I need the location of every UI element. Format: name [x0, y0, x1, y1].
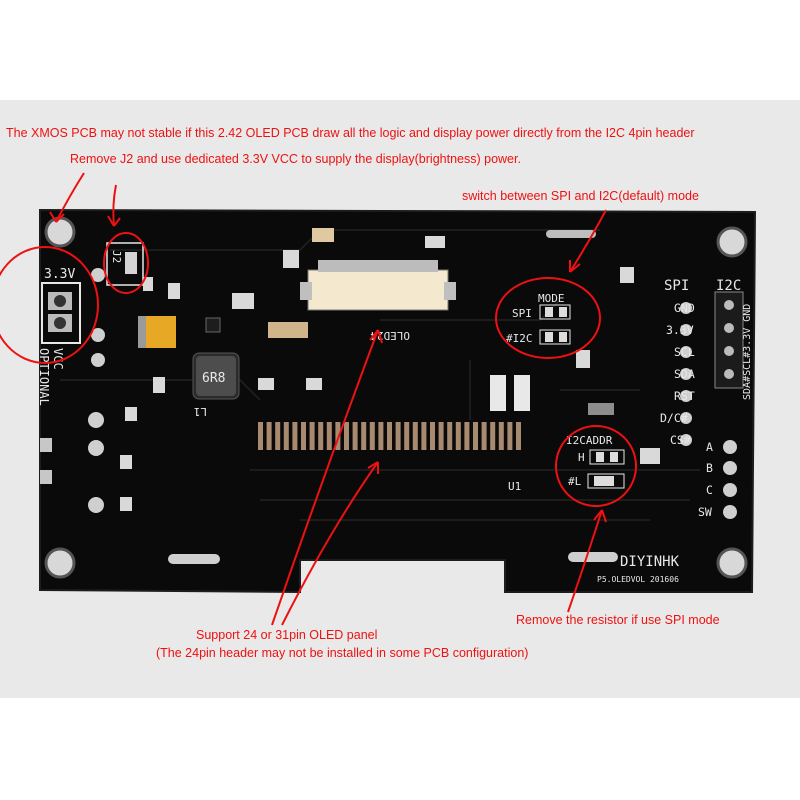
- header-pad: [516, 422, 521, 450]
- spi-pin-label: D/C#: [660, 411, 688, 425]
- mode-note: switch between SPI and I2C(default) mode: [462, 189, 699, 203]
- j2-label: J2: [110, 250, 123, 263]
- i2caddr-pads: [587, 449, 625, 489]
- smd-components: [120, 228, 660, 511]
- spi-pad: [680, 368, 692, 380]
- spi-select-label: SPI: [512, 307, 532, 320]
- i2c-header-label: I2C: [716, 278, 741, 294]
- header-pad: [378, 422, 384, 450]
- header-pad: [404, 422, 410, 450]
- vcc-label: VCC: [51, 348, 65, 370]
- j2-jumper: [106, 242, 144, 286]
- vcc-33-label: 3.3V: [44, 267, 75, 282]
- header-pad: [395, 422, 401, 450]
- spi-pin-label: CS#: [670, 433, 691, 447]
- header-pad: [481, 422, 487, 450]
- i2caddr-label: I2CADDR: [566, 434, 613, 447]
- j2-note: Remove J2 and use dedicated 3.3V VCC to …: [70, 152, 521, 166]
- header-pad: [438, 422, 444, 450]
- header-note: The XMOS PCB may not stable if this 2.42…: [6, 126, 695, 140]
- button-label: B: [706, 461, 713, 475]
- l1-label: L1: [194, 405, 207, 418]
- header-pad: [318, 422, 324, 450]
- header-pad: [283, 422, 289, 450]
- board-slot: [546, 230, 596, 238]
- header-pad: [507, 422, 513, 450]
- u1-label: U1: [508, 480, 521, 493]
- spi-pin-label: RST: [674, 389, 695, 403]
- header-pad: [455, 422, 461, 450]
- inductor: [192, 352, 240, 400]
- spi-pad: [680, 434, 692, 446]
- board-slot: [568, 552, 618, 562]
- fpc-connector: [300, 260, 456, 311]
- panel-note-line2: (The 24pin header may not be installed i…: [156, 646, 529, 660]
- header-pad: [473, 422, 478, 450]
- header-pad: [292, 422, 298, 450]
- spi-pin-label: GND: [674, 301, 695, 315]
- spi-pad: [680, 324, 692, 336]
- optional-label: OPTIONAL: [37, 348, 51, 406]
- spi-pin-label: SDA: [674, 367, 695, 381]
- addr-l-label: #L: [568, 475, 582, 488]
- header-pad: [344, 422, 349, 450]
- board-slot: [168, 554, 220, 564]
- header-pad: [369, 422, 375, 450]
- header-pad: [412, 422, 418, 450]
- header-pad: [266, 422, 272, 450]
- header-pad: [326, 422, 332, 450]
- spi-header-pads: [680, 302, 692, 446]
- i2c-header: [714, 291, 744, 389]
- left-pads: [40, 268, 105, 513]
- header-pad: [361, 422, 367, 450]
- inductor-label: 6R8: [202, 371, 225, 386]
- header-pad: [430, 422, 435, 450]
- i2c-pins-label: SDA#SCL#3.3V GND: [742, 304, 753, 400]
- brand-label: DIYINHK: [620, 554, 680, 570]
- spi-pin-label: SCL: [674, 345, 695, 359]
- vcc-pads: [41, 282, 81, 344]
- button-label: C: [706, 483, 713, 497]
- header-pad: [258, 422, 263, 450]
- spi-pin-label: 3.3V: [666, 323, 694, 337]
- header-pad: [498, 422, 504, 450]
- header-pad: [275, 422, 281, 450]
- header-pad: [352, 422, 358, 450]
- oled-header-pads: [258, 422, 521, 450]
- pcb-outline: [39, 208, 757, 594]
- header-pad: [301, 422, 306, 450]
- header-pad: [309, 422, 315, 450]
- spi-pad: [680, 390, 692, 402]
- panel-note-line1: Support 24 or 31pin OLED panel: [196, 628, 378, 642]
- mounting-holes: [44, 216, 748, 579]
- resistor-note: Remove the resistor if use SPI mode: [516, 613, 720, 627]
- spi-header-label: SPI: [664, 278, 689, 294]
- spi-pad: [680, 302, 692, 314]
- button-label: A: [706, 440, 713, 454]
- mode-label: MODE: [538, 292, 565, 305]
- addr-h-label: H: [578, 451, 585, 464]
- version-label: P5.OLEDVOL 201606: [597, 575, 679, 584]
- mode-select-pads: [539, 304, 571, 345]
- button-pads: [723, 440, 737, 519]
- i2c-select-label: #I2C: [506, 332, 533, 345]
- tantalum-capacitor: [138, 316, 176, 348]
- button-label: SW: [698, 505, 712, 519]
- spi-pad: [680, 412, 692, 424]
- header-pad: [421, 422, 427, 450]
- annotation-arrows: [49, 172, 607, 626]
- header-pad: [447, 422, 453, 450]
- spi-pad: [680, 346, 692, 358]
- header-pad: [490, 422, 496, 450]
- annotation-circles: [0, 232, 637, 507]
- header-pad: [464, 422, 470, 450]
- header-pad: [387, 422, 392, 450]
